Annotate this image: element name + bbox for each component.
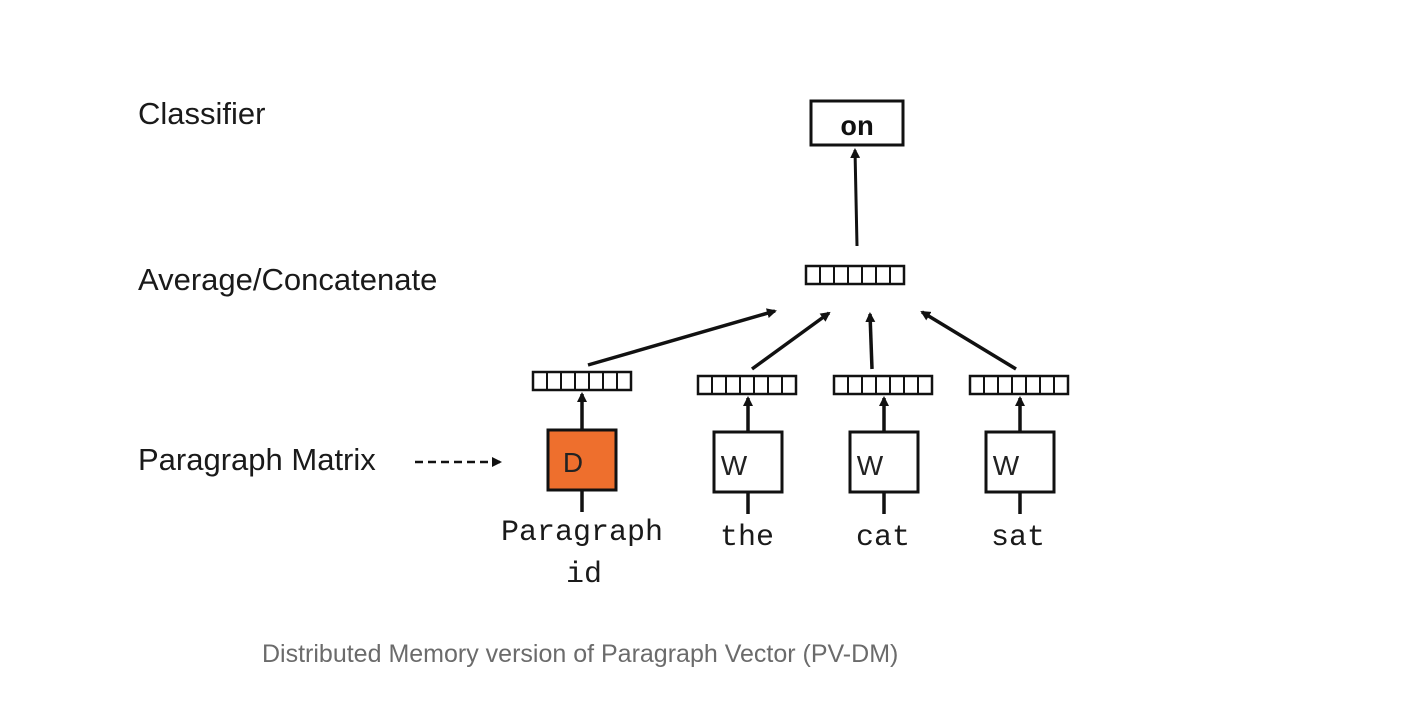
- paragraph-matrix-label: Paragraph Matrix: [138, 442, 376, 477]
- matrix-letter-2: W: [857, 450, 884, 481]
- arrow-sat-to-average: [920, 310, 1017, 371]
- matrix-letter-3: W: [993, 450, 1020, 481]
- arrow-paragraph-to-average: [587, 308, 777, 367]
- input-vector-2: [832, 374, 934, 396]
- matrix-letter-0: D: [563, 447, 583, 478]
- output-word: on: [840, 113, 874, 144]
- input-vector-1: [696, 374, 798, 396]
- arrow-to-classifier: [850, 148, 861, 247]
- average-concatenate-label: Average/Concatenate: [138, 262, 437, 297]
- averaged-vector-box: [804, 264, 906, 286]
- matrix-box-1: [712, 430, 784, 494]
- arrow-cat-to-average: [865, 312, 876, 370]
- input-vector-3: [968, 374, 1070, 396]
- matrix-box-0: [546, 428, 618, 492]
- matrix-letter-1: W: [721, 450, 748, 481]
- output-word-box: [809, 99, 905, 147]
- input-word-0: Paragraph: [501, 516, 663, 550]
- input-word-0-line2: id: [566, 558, 602, 592]
- averaged-vector: [804, 264, 906, 286]
- matrix-box-3: [984, 430, 1056, 494]
- input-vector-0: [531, 370, 633, 392]
- figure-caption: Distributed Memory version of Paragraph …: [262, 640, 899, 668]
- input-word-2: cat: [856, 521, 910, 555]
- input-word-1: the: [720, 521, 774, 555]
- classifier-label: Classifier: [138, 96, 265, 131]
- input-word-3: sat: [991, 521, 1045, 555]
- arrow-the-to-average: [750, 311, 831, 371]
